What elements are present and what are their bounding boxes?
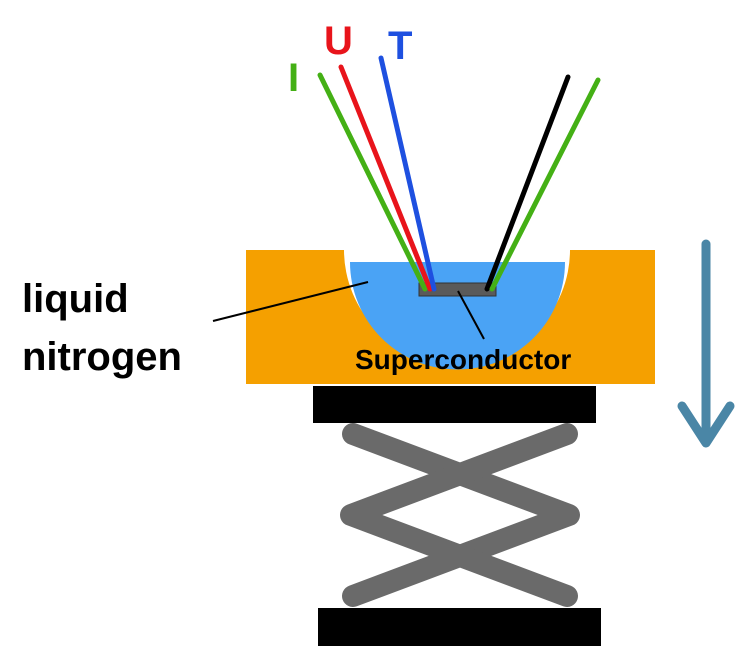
voltage-label: U — [324, 19, 353, 63]
lift-top-plate — [313, 386, 596, 423]
container — [246, 250, 655, 384]
current-wire-right — [489, 77, 601, 292]
current-wire-left — [317, 72, 428, 292]
liquid-nitrogen-label-line2: nitrogen — [22, 335, 182, 379]
voltage-wire — [338, 64, 433, 292]
superconductor-sample — [418, 282, 497, 297]
scissor-lift-right — [340, 423, 578, 607]
liquid-nitrogen-pool — [350, 262, 565, 370]
superconductor-pointer — [457, 290, 485, 340]
current-label: I — [288, 56, 299, 100]
temperature-wire — [378, 55, 437, 292]
superconductor-label: Superconductor — [355, 344, 571, 375]
scissor-lift-left — [342, 423, 580, 607]
arrow-down-icon — [677, 401, 735, 448]
liquid-nitrogen-pointer — [212, 281, 369, 322]
temperature-label: T — [388, 24, 412, 68]
liquid-nitrogen-label-line1: liquid — [22, 277, 129, 321]
lift-bottom-plate — [318, 608, 601, 646]
voltage-return-wire — [484, 74, 571, 292]
